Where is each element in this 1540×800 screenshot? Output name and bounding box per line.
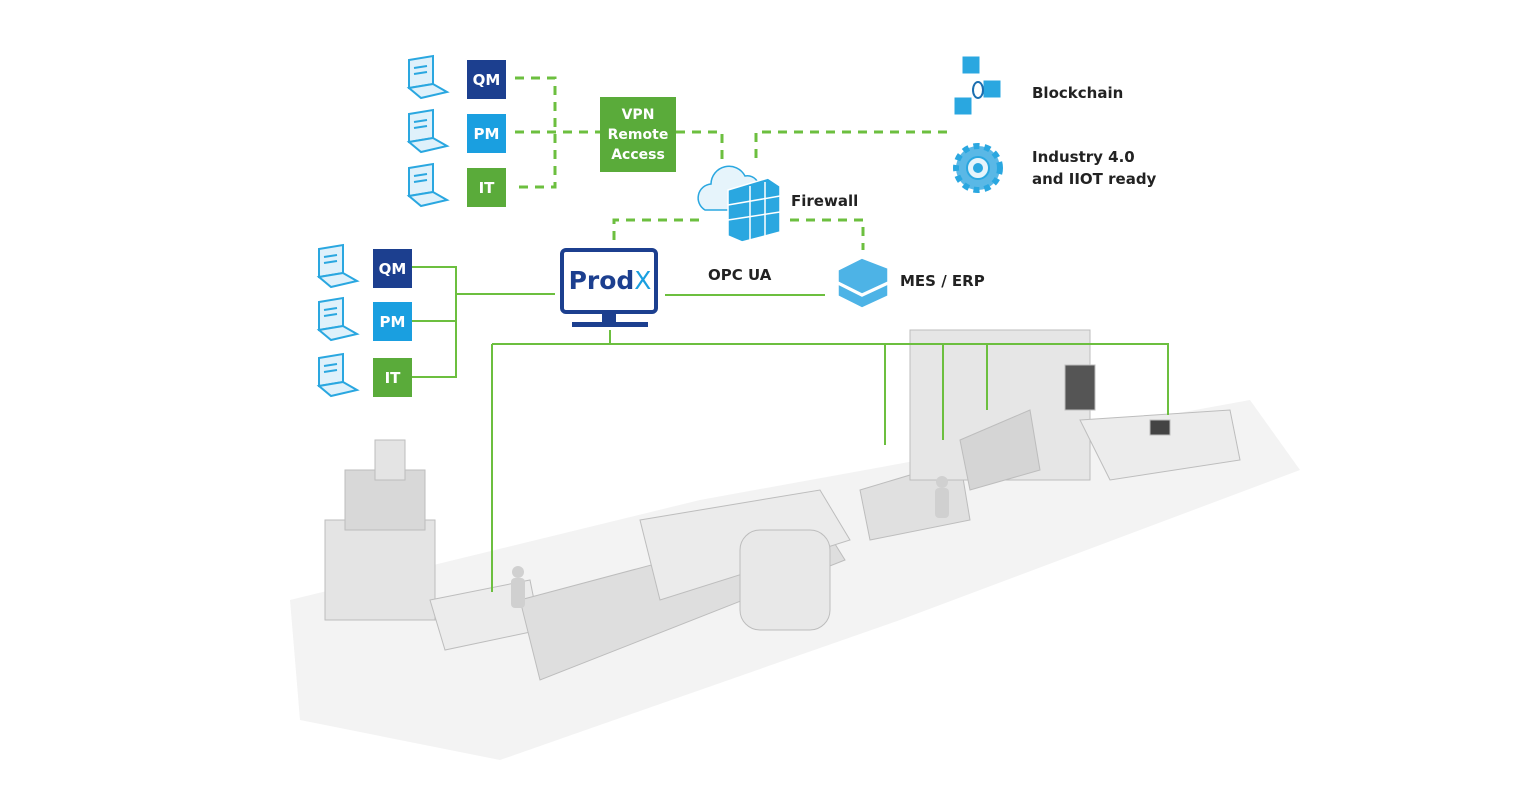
vpn-line-1: VPN bbox=[621, 106, 655, 123]
blockchain-label: Blockchain bbox=[1032, 84, 1124, 102]
gear-icon bbox=[953, 143, 1003, 193]
industry-line-2: and IIOT ready bbox=[1032, 170, 1157, 188]
checkweigher bbox=[1079, 409, 1241, 481]
firewall-label: Firewall bbox=[791, 192, 859, 210]
vpn-line-2: Remote bbox=[607, 126, 669, 143]
firewall-icon bbox=[727, 177, 781, 243]
prodx-brand-prod: Prod bbox=[568, 265, 635, 295]
industry-label: Industry 4.0 and IIOT ready bbox=[1032, 146, 1156, 190]
solid-links bbox=[412, 266, 1169, 592]
mes-erp-label: MES / ERP bbox=[900, 272, 985, 290]
opc-ua-label: OPC UA bbox=[708, 266, 772, 284]
laptop-icon bbox=[406, 108, 450, 154]
industry-line-1: Industry 4.0 bbox=[1032, 148, 1135, 166]
remote-it-box[interactable]: IT bbox=[467, 168, 506, 207]
local-it-box[interactable]: IT bbox=[373, 358, 412, 397]
laptop-icon bbox=[316, 296, 360, 342]
blockchain-icon bbox=[953, 55, 1002, 116]
laptop-icon bbox=[316, 352, 360, 398]
vpn-line-3: Access bbox=[611, 146, 665, 163]
server-icon bbox=[837, 257, 889, 309]
operator-figures bbox=[511, 476, 949, 608]
laptop-icon bbox=[406, 162, 450, 208]
remote-bus bbox=[515, 76, 557, 189]
filling-machine bbox=[324, 519, 436, 621]
laptop-icon bbox=[316, 243, 360, 289]
laptop-icons bbox=[316, 54, 450, 398]
vpn-remote-access-box[interactable]: VPN Remote Access bbox=[600, 97, 676, 172]
remote-pm-box[interactable]: PM bbox=[467, 114, 506, 153]
monitor-icon bbox=[560, 248, 658, 327]
remote-qm-box[interactable]: QM bbox=[467, 60, 506, 99]
prodx-brand-x: X bbox=[634, 265, 652, 295]
local-pm-box[interactable]: PM bbox=[373, 302, 412, 341]
dashed-links bbox=[515, 76, 948, 250]
laptop-icon bbox=[406, 54, 450, 100]
local-qm-box[interactable]: QM bbox=[373, 249, 412, 288]
